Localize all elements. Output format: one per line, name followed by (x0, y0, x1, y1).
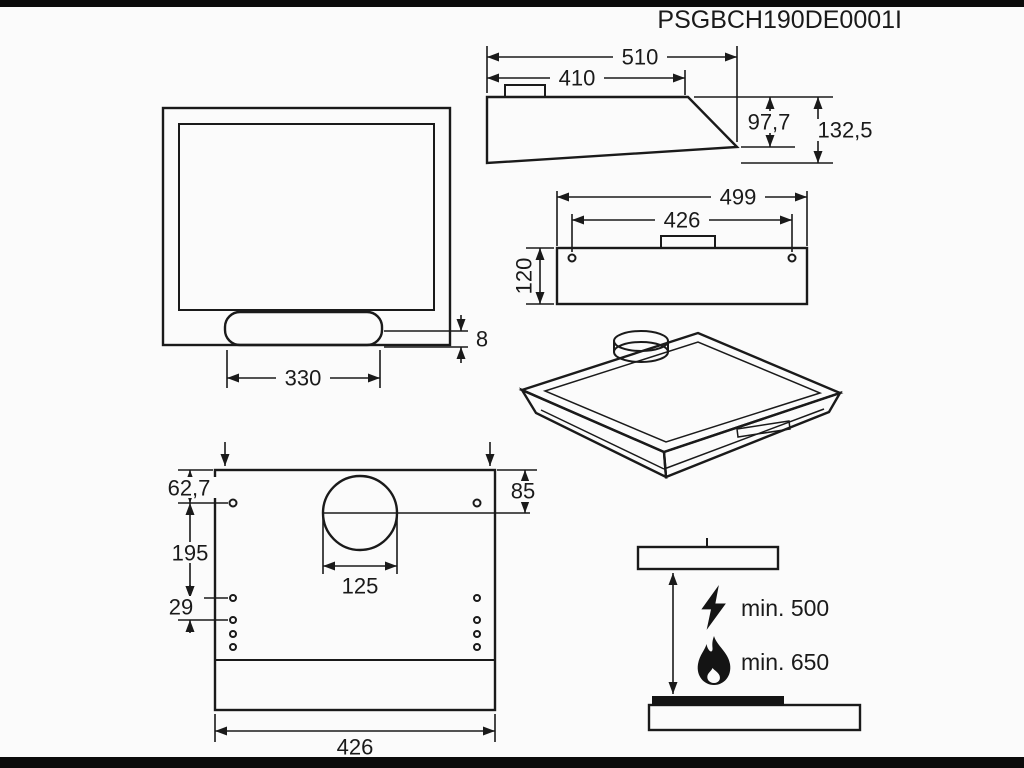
lightning-icon (701, 585, 726, 630)
hood-top-inset-border (542, 341, 823, 443)
hole-top-offset-label: 62,7 (168, 476, 211, 501)
mounting-hole (567, 253, 577, 263)
dim-label-bg (741, 111, 798, 133)
perspective-view (518, 330, 844, 480)
letterbox-top (0, 0, 1024, 7)
back-view: 499 426 120 (512, 185, 809, 306)
duct-center-offset-label: 85 (511, 479, 535, 504)
side-control-switch (504, 84, 546, 98)
front-lip-height-label: 8 (476, 327, 488, 352)
dim-label-bg (613, 46, 667, 68)
hood-top-face (518, 331, 844, 454)
side-front-height-label: 97,7 (748, 110, 791, 135)
duct-cylinder-top (613, 330, 669, 352)
hood-rim-line (540, 409, 665, 470)
mounting-hole (473, 630, 481, 638)
flame-inner-shape (707, 668, 720, 683)
back-height-label: 120 (512, 258, 537, 295)
hole-row-spacing-label: 195 (172, 541, 209, 566)
mounting-hole (229, 616, 237, 624)
letterbox-bottom (0, 757, 1024, 768)
mounting-hole (473, 616, 481, 624)
back-inner-width-label: 426 (664, 208, 701, 233)
product-code: PSGBCH190DE0001I (657, 6, 902, 34)
mounting-hole (229, 643, 237, 651)
hood-symbol (636, 545, 780, 571)
front-view: 330 8 (161, 106, 488, 391)
mounting-hole (228, 498, 238, 508)
side-body-width-label: 410 (559, 66, 596, 91)
side-overall-height-label: 132,5 (817, 118, 872, 143)
gas-clearance-label: min. 650 (741, 649, 829, 675)
electric-clearance-label: min. 500 (741, 595, 829, 621)
dim-label-bg (550, 67, 604, 89)
mounting-hole (787, 253, 797, 263)
front-inner-panel (178, 123, 435, 311)
front-bar-width-label: 330 (285, 366, 322, 391)
clearance-view: min. 500 min. 650 (636, 538, 862, 732)
dim-label-bg (162, 477, 217, 498)
back-overall-width-label: 499 (720, 185, 757, 210)
mounting-hole (473, 594, 481, 602)
dim-label-bg (276, 367, 330, 389)
dim-label-bg (655, 209, 709, 231)
duct-diameter-label: 125 (342, 574, 379, 599)
dim-label-bg (711, 186, 765, 208)
mounting-width-label: 426 (337, 735, 374, 760)
back-duct-flange (660, 235, 716, 249)
hole-pair-gap-label: 29 (169, 595, 193, 620)
flame-outer-shape (697, 636, 731, 685)
counter-symbol (647, 703, 862, 732)
side-view: 510 410 97,7 132,5 (485, 45, 879, 165)
flame-icon (697, 636, 731, 685)
side-body-outline (485, 95, 740, 165)
dim-label-bg (159, 596, 204, 617)
front-bottom-bar (223, 310, 384, 347)
dim-label-bg (505, 481, 542, 502)
control-panel (736, 420, 791, 438)
mounting-hole (229, 594, 237, 602)
dim-label-bg (811, 119, 879, 141)
mounting-hole (473, 643, 481, 651)
mounting-view: 62,7 195 29 85 125 426 (159, 442, 542, 760)
mounting-hole (472, 498, 482, 508)
mounting-plate (213, 468, 497, 712)
side-overall-width-label: 510 (622, 45, 659, 70)
back-body (555, 246, 809, 306)
cooktop-symbol (652, 696, 784, 706)
dim-label-bg (167, 542, 213, 563)
mounting-hole (229, 630, 237, 638)
hood-rim-line (663, 408, 825, 470)
lightning-bolt-shape (701, 585, 726, 630)
